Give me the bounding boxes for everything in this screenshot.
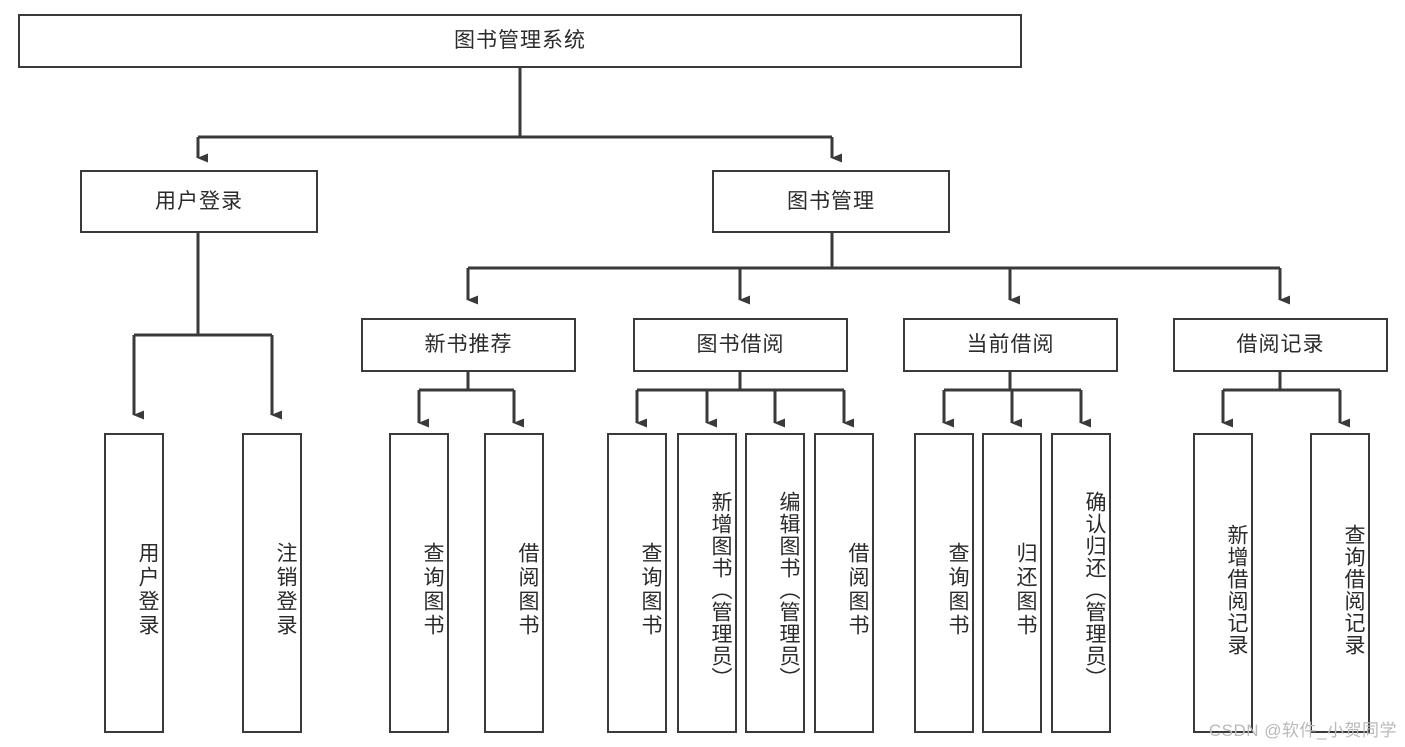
csdn-watermark: CSDN @软件_小贺同学 bbox=[1208, 721, 1397, 740]
node-label: 图书管理 bbox=[787, 189, 875, 213]
node-label: 查询借阅记录 bbox=[1342, 524, 1365, 656]
leaf-add-book-admin[interactable]: 新增图书（管理员） bbox=[677, 433, 737, 733]
node-label: 查询图书 bbox=[421, 542, 444, 638]
node-new-book-recommend[interactable]: 新书推荐 bbox=[361, 318, 576, 372]
node-borrow-record[interactable]: 借阅记录 bbox=[1173, 318, 1388, 372]
node-label: 图书借阅 bbox=[696, 333, 785, 357]
leaf-query-book-recommend[interactable]: 查询图书 bbox=[389, 433, 449, 733]
node-label: 注销登录 bbox=[274, 542, 297, 638]
leaf-return-book[interactable]: 归还图书 bbox=[982, 433, 1042, 733]
leaf-user-login[interactable]: 用户登录 bbox=[104, 433, 164, 733]
leaf-query-book-borrow[interactable]: 查询图书 bbox=[607, 433, 667, 733]
node-user-login[interactable]: 用户登录 bbox=[80, 170, 318, 233]
leaf-borrow-book-recommend[interactable]: 借阅图书 bbox=[484, 433, 544, 733]
node-label: 新书推荐 bbox=[424, 333, 513, 357]
leaf-borrow-book[interactable]: 借阅图书 bbox=[814, 433, 874, 733]
leaf-confirm-return-admin[interactable]: 确认归还（管理员） bbox=[1051, 433, 1111, 733]
leaf-edit-book-admin[interactable]: 编辑图书（管理员） bbox=[745, 433, 805, 733]
node-label: 借阅图书 bbox=[516, 542, 539, 638]
leaf-query-book-current[interactable]: 查询图书 bbox=[914, 433, 974, 733]
node-label: 归还图书 bbox=[1014, 542, 1037, 638]
node-label: 借阅图书 bbox=[846, 542, 869, 638]
node-label: 编辑图书（管理员） bbox=[777, 491, 800, 689]
node-label: 借阅记录 bbox=[1236, 333, 1325, 357]
leaf-logout-login[interactable]: 注销登录 bbox=[242, 433, 302, 733]
node-current-borrow[interactable]: 当前借阅 bbox=[903, 318, 1118, 372]
node-label: 当前借阅 bbox=[966, 333, 1055, 357]
node-label: 查询图书 bbox=[639, 542, 662, 638]
node-label: 用户登录 bbox=[136, 542, 159, 638]
node-label: 新增借阅记录 bbox=[1225, 524, 1248, 656]
node-label: 新增图书（管理员） bbox=[709, 491, 732, 689]
leaf-add-borrow-record[interactable]: 新增借阅记录 bbox=[1193, 433, 1253, 733]
node-label: 确认归还（管理员） bbox=[1083, 491, 1106, 689]
node-book-management[interactable]: 图书管理 bbox=[712, 170, 950, 233]
node-book-management-system[interactable]: 图书管理系统 bbox=[18, 14, 1022, 68]
leaf-query-borrow-record[interactable]: 查询借阅记录 bbox=[1310, 433, 1370, 733]
node-label: 用户登录 bbox=[155, 189, 243, 213]
node-label: 图书管理系统 bbox=[454, 29, 586, 53]
node-label: 查询图书 bbox=[946, 542, 969, 638]
node-book-borrow[interactable]: 图书借阅 bbox=[633, 318, 848, 372]
